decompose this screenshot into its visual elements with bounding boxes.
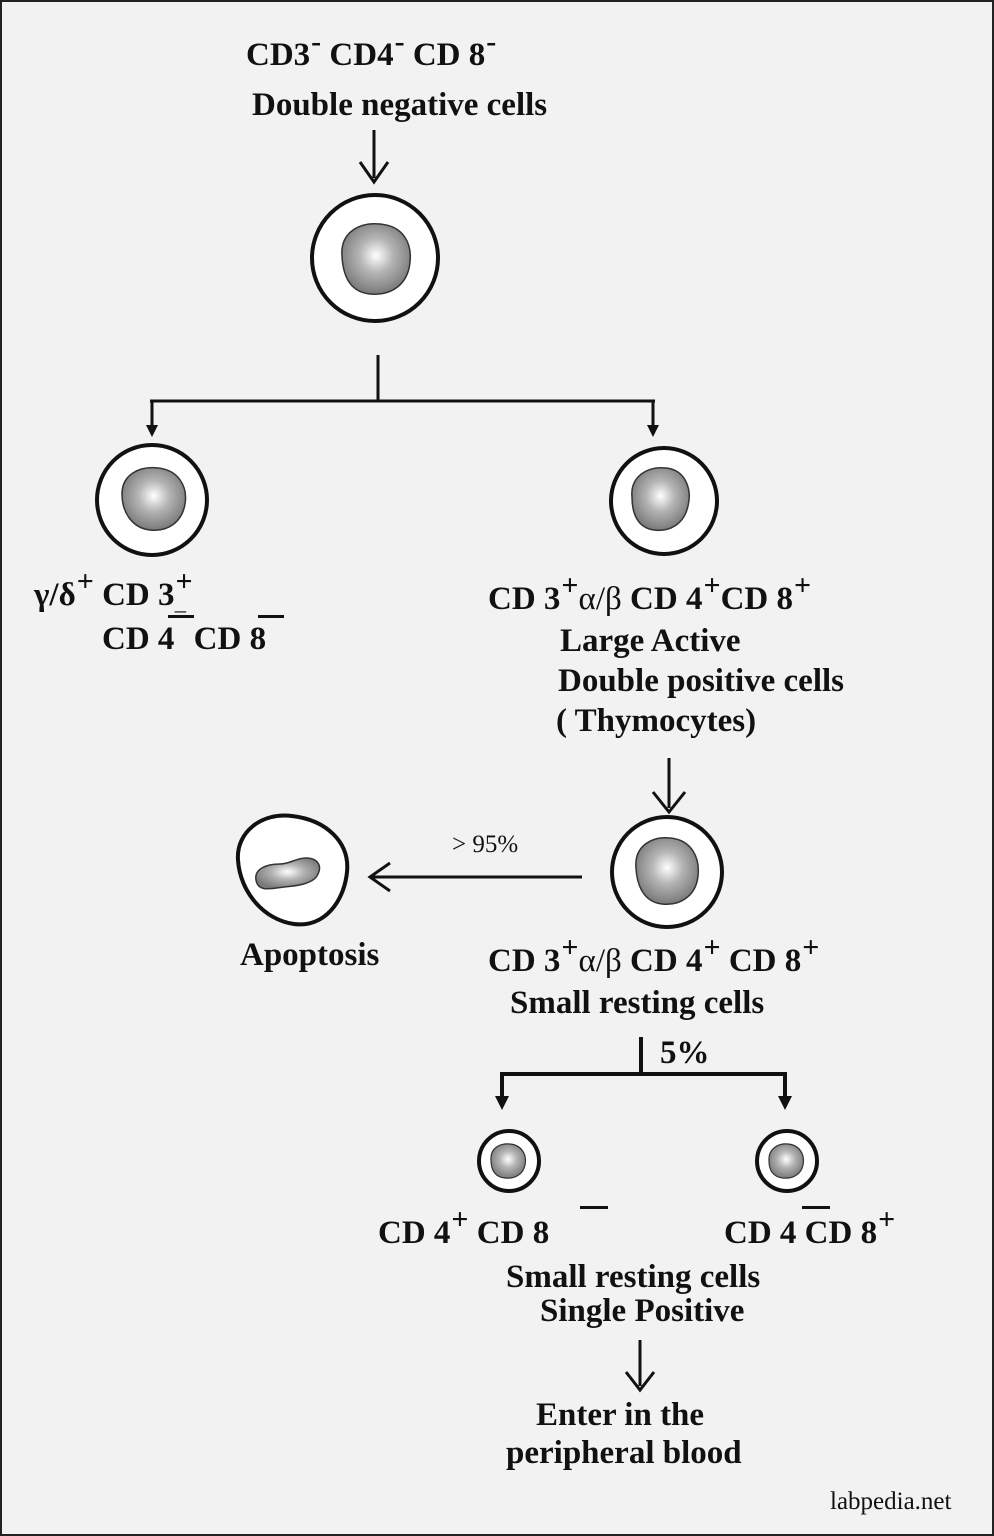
second-branch-connector <box>495 1037 792 1110</box>
first-branch-connector <box>146 355 659 437</box>
double-positive-markers: CD 3+α/β CD 4+CD 8+ <box>488 569 812 617</box>
cd8-negative-bar <box>258 615 284 618</box>
gamma-delta-markers-line1: γ/δ+ CD 3+ <box>34 565 193 613</box>
small-resting-cell <box>610 815 724 929</box>
cd4-single-positive-cell <box>477 1129 541 1193</box>
arrow-to-double-negative <box>358 130 390 185</box>
gamma-delta-cell <box>95 443 209 557</box>
thymocytes-label: ( Thymocytes) <box>556 703 757 739</box>
small-resting-label: Small resting cells <box>510 985 765 1021</box>
single-positive-percent: 5% <box>660 1035 710 1071</box>
apoptosis-label: Apoptosis <box>240 937 380 973</box>
double-negative-title: Double negative cells <box>252 87 548 123</box>
cd8-single-positive-cell <box>755 1129 819 1193</box>
double-negative-markers: CD3- CD4- CD 8- <box>246 25 497 73</box>
small-resting-cells-label: Small resting cells <box>506 1259 761 1295</box>
arrow-to-small-resting <box>651 758 687 815</box>
enter-peripheral-line2: peripheral blood <box>506 1435 742 1471</box>
large-active-label: Large Active <box>560 623 741 659</box>
cd4-single-positive-markers: CD 4+ CD 8 <box>378 1203 550 1251</box>
cd4-negative-bar <box>168 615 194 618</box>
large-double-positive-cell <box>609 446 719 556</box>
arrow-to-peripheral-blood <box>624 1340 656 1393</box>
gamma-delta-markers-line2: CD 4‾ CD 8 <box>102 609 267 657</box>
watermark: labpedia.net <box>830 1488 952 1515</box>
double-negative-cell <box>310 193 440 323</box>
apoptosis-percent: > 95% <box>452 831 519 858</box>
cd4-negative-bar-right <box>802 1206 830 1209</box>
double-positive-label: Double positive cells <box>558 663 844 699</box>
enter-peripheral-line1: Enter in the <box>536 1397 705 1433</box>
single-positive-label: Single Positive <box>540 1293 745 1329</box>
cd8-negative-bar-left <box>580 1206 608 1209</box>
cd8-single-positive-markers: CD 4 CD 8+ <box>724 1203 896 1251</box>
arrow-to-apoptosis <box>367 861 582 893</box>
small-resting-markers: CD 3+α/β CD 4+ CD 8+ <box>488 931 820 979</box>
apoptotic-cell <box>235 813 350 927</box>
